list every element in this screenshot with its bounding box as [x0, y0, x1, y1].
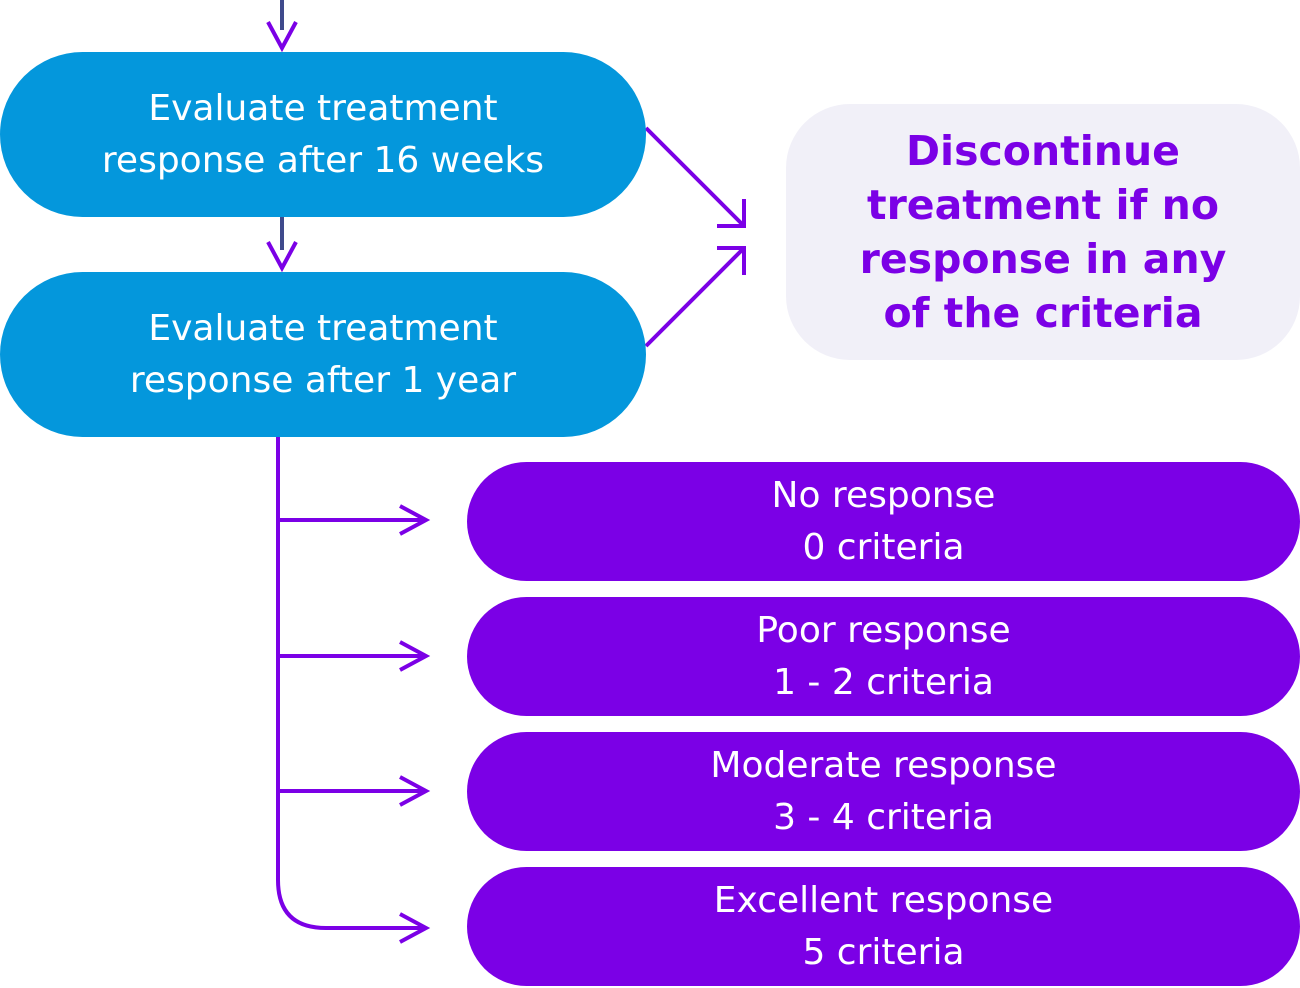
arrow-16-weeks-to-discontinue [644, 126, 744, 226]
discontinue-treatment-box: Discontinue treatment if no response in … [786, 104, 1300, 360]
arrowhead-poor-response [399, 640, 431, 672]
outcome-title: Poor response [756, 609, 1011, 651]
evaluate-16-weeks-step: Evaluate treatment response after 16 wee… [0, 52, 646, 217]
discontinue-line2: treatment if no [866, 181, 1219, 229]
arrow-1-year-to-discontinue [644, 248, 744, 348]
outcome-poor-response: Poor response 1 - 2 criteria [467, 597, 1300, 716]
discontinue-line1: Discontinue [906, 127, 1180, 175]
arrowhead-excellent-response [399, 912, 431, 944]
evaluate-16-weeks-line1: Evaluate treatment [148, 87, 498, 129]
evaluate-16-weeks-line2: response after 16 weeks [101, 139, 545, 181]
outcome-moderate-response: Moderate response 3 - 4 criteria [467, 732, 1300, 851]
discontinue-line4: of the criteria [883, 289, 1203, 337]
outcome-title: No response [771, 474, 996, 516]
outcome-criteria: 3 - 4 criteria [773, 796, 994, 838]
incoming-arrowhead [266, 21, 298, 53]
evaluate-1-year-line2: response after 1 year [129, 359, 517, 401]
outcome-no-response: No response 0 criteria [467, 462, 1300, 581]
step-arrowhead [266, 241, 298, 273]
evaluate-1-year-step: Evaluate treatment response after 1 year [0, 272, 646, 437]
outcome-title: Excellent response [713, 879, 1054, 921]
discontinue-line3: response in any [859, 235, 1227, 283]
outcome-criteria: 1 - 2 criteria [773, 661, 994, 703]
evaluate-1-year-line1: Evaluate treatment [148, 307, 498, 349]
outcome-excellent-response: Excellent response 5 criteria [467, 867, 1300, 986]
outcome-title: Moderate response [710, 744, 1057, 786]
arrowhead-1-year-to-discontinue [717, 246, 746, 275]
outcome-criteria: 5 criteria [802, 931, 965, 973]
arrowhead-moderate-response [399, 775, 431, 807]
arrowhead-16-weeks-to-discontinue [717, 199, 746, 228]
outcome-criteria: 0 criteria [802, 526, 965, 568]
arrowhead-no-response [399, 504, 431, 536]
outcome-trunk [276, 437, 424, 930]
